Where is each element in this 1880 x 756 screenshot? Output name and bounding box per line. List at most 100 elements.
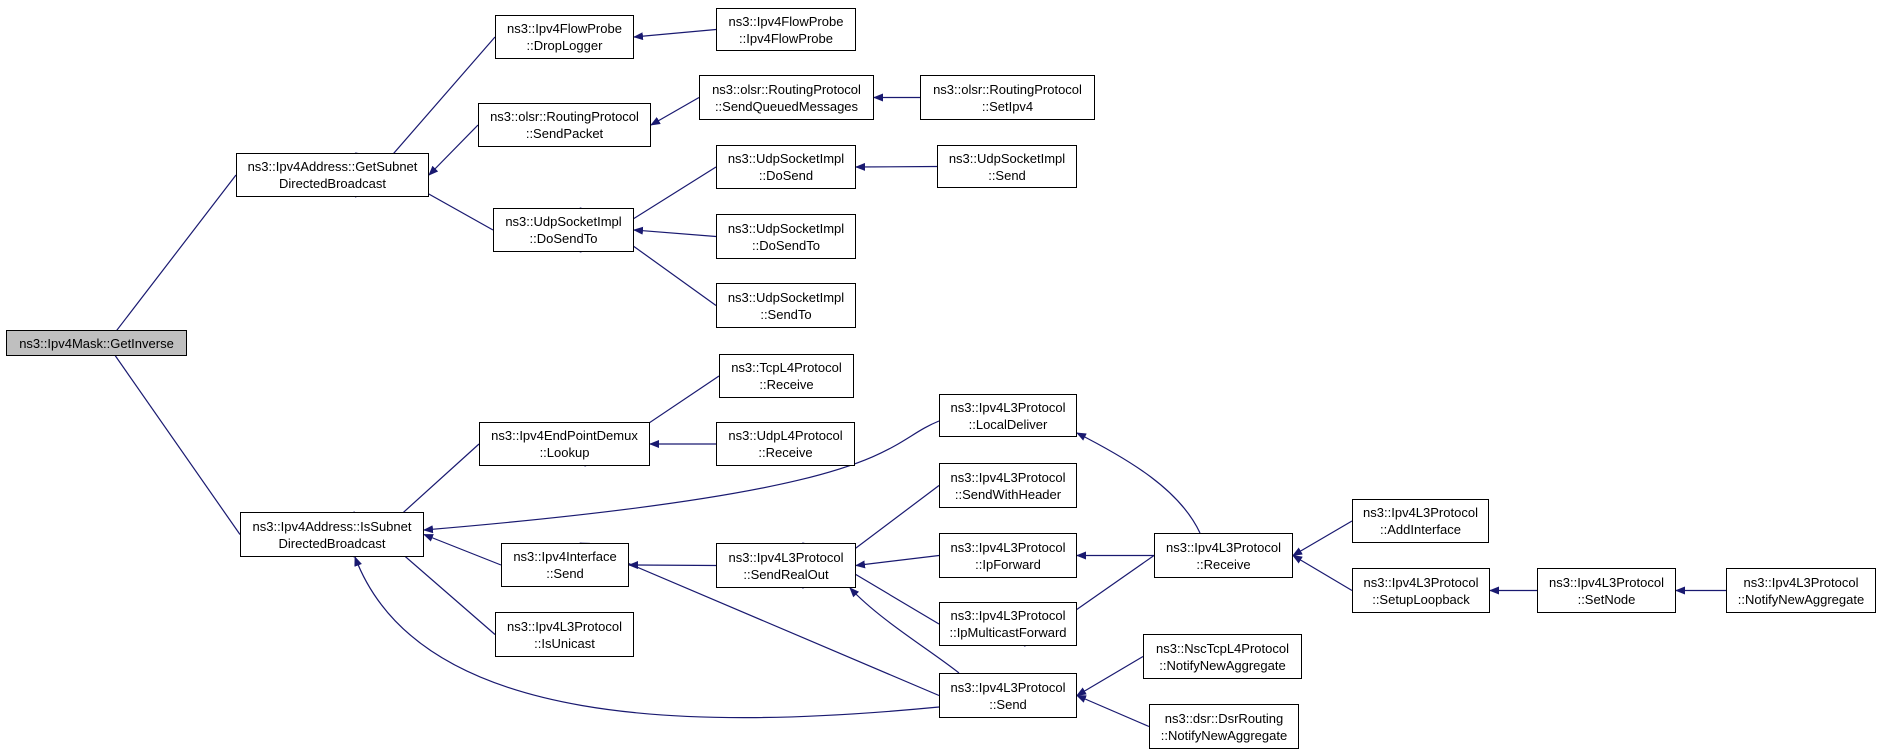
graph-node-label: ns3::Ipv4L3Protocol	[950, 469, 1066, 485]
graph-node-label: ns3::olsr::RoutingProtocol	[933, 81, 1082, 97]
graph-node-label: ::DoSend	[758, 168, 814, 183]
graph-node-udp-send-to[interactable]: ns3::UdpSocketImpl::SendTo	[716, 283, 856, 328]
graph-node-label: ns3::UdpSocketImpl	[727, 151, 845, 166]
graph-node-label: ns3::Ipv4L3Protocol	[1363, 505, 1478, 520]
graph-node-label: ::SetNode	[1577, 591, 1636, 607]
edge-l3SendRealOut-to-ifaceSend	[628, 561, 717, 570]
edge-udpDoSendTo2-to-udpDoSendTo	[633, 226, 717, 238]
graph-node-label: ::IpForward	[975, 556, 1041, 572]
edge-udpSend-to-udpDoSend	[855, 162, 938, 171]
graph-node-l3-is-unicast[interactable]: ns3::Ipv4L3Protocol::IsUnicast	[495, 612, 634, 657]
graph-node-label: ::SendPacket	[525, 126, 604, 141]
graph-node-label: ::Send	[988, 167, 1026, 183]
edge-flowProbe-to-dropLogger	[633, 28, 717, 41]
graph-node-label: ns3::Ipv4L3Protocol	[950, 539, 1066, 555]
graph-node-label: ns3::Ipv4EndPointDemux	[491, 428, 638, 443]
graph-node-label: ns3::Ipv4L3Protocol	[1549, 574, 1664, 590]
graph-node-label: ::DoSendTo	[529, 231, 598, 246]
graph-node-label: ns3::Ipv4L3Protocol	[1166, 539, 1281, 555]
graph-node-label: ns3::Ipv4Interface	[513, 549, 617, 564]
graph-node-dsr-notify[interactable]: ns3::dsr::DsrRouting::NotifyNewAggregate	[1149, 704, 1299, 749]
edge-nscNotify-to-l3Send	[1076, 655, 1144, 697]
graph-node-ep-lookup[interactable]: ns3::Ipv4EndPointDemux::Lookup	[479, 422, 650, 466]
graph-node-label: ::SendQueuedMessages	[714, 98, 859, 114]
graph-node-label: ns3::Ipv4L3Protocol	[950, 608, 1066, 623]
graph-node-label: ns3::UdpL4Protocol	[728, 428, 843, 443]
graph-node-l3-notify-agg[interactable]: ns3::Ipv4L3Protocol::NotifyNewAggregate	[1726, 568, 1876, 613]
edge-dsrNotify-to-l3Send	[1076, 694, 1150, 728]
graph-node-label: ns3::olsr::RoutingProtocol	[490, 109, 639, 124]
graph-node-iface-send[interactable]: ns3::Ipv4Interface::Send	[501, 543, 629, 587]
graph-node-root[interactable]: ns3::Ipv4Mask::GetInverse	[6, 330, 187, 356]
graph-node-label: ns3::UdpSocketImpl	[727, 220, 845, 236]
graph-node-label: ::SendRealOut	[743, 566, 829, 582]
graph-node-label: ::Send	[546, 566, 584, 581]
edge-isSubnet-to-root	[99, 333, 241, 535]
graph-node-udp-l4-receive[interactable]: ns3::UdpL4Protocol::Receive	[716, 422, 855, 466]
graph-node-label: ::SendTo	[760, 306, 812, 322]
graph-node-label: DirectedBroadcast	[278, 535, 386, 551]
graph-node-l3-send-with-header[interactable]: ns3::Ipv4L3Protocol::SendWithHeader	[939, 463, 1077, 508]
graph-node-olsr-send-queued[interactable]: ns3::olsr::RoutingProtocol::SendQueuedMe…	[699, 75, 874, 120]
graph-node-label: ns3::UdpSocketImpl	[505, 214, 622, 229]
edge-olsrSendQueued-to-olsrSendPacket	[650, 96, 700, 126]
graph-node-l3-send-real-out[interactable]: ns3::Ipv4L3Protocol::SendRealOut	[716, 543, 856, 588]
graph-node-label: ns3::Ipv4FlowProbe	[728, 13, 844, 29]
graph-node-label: ns3::Ipv4Address::IsSubnet	[252, 518, 412, 534]
graph-node-label: ns3::dsr::DsrRouting	[1164, 710, 1284, 726]
graph-node-label: ns3::UdpSocketImpl	[727, 289, 845, 305]
edge-l3Send-to-l3SendRealOut	[849, 587, 960, 674]
graph-node-label: ::Receive	[1196, 556, 1251, 572]
edge-l3LocalDeliver-to-isSubnet	[423, 420, 940, 534]
graph-node-l3-setup-loop[interactable]: ns3::Ipv4L3Protocol::SetupLoopback	[1352, 568, 1490, 613]
graph-node-label: ns3::Ipv4Mask::GetInverse	[19, 335, 174, 351]
edge-olsrSendPacket-to-getSubnet	[428, 124, 479, 176]
graph-node-udp-do-send-to[interactable]: ns3::UdpSocketImpl::DoSendTo	[493, 208, 634, 252]
edge-getSubnet-to-root	[99, 174, 237, 353]
graph-node-l3-set-node[interactable]: ns3::Ipv4L3Protocol::SetNode	[1537, 568, 1676, 613]
graph-node-l3-ip-mcast[interactable]: ns3::Ipv4L3Protocol::IpMulticastForward	[939, 602, 1077, 646]
graph-node-l3-add-iface[interactable]: ns3::Ipv4L3Protocol::AddInterface	[1352, 499, 1489, 543]
graph-node-label: ::Send	[989, 696, 1027, 712]
graph-node-label: ns3::TcpL4Protocol	[731, 360, 842, 375]
graph-node-l3-local-deliver[interactable]: ns3::Ipv4L3Protocol::LocalDeliver	[939, 394, 1077, 437]
graph-node-label: ::NotifyNewAggregate	[1159, 657, 1286, 673]
graph-node-label: ::Receive	[758, 445, 813, 460]
graph-node-udp-do-send[interactable]: ns3::UdpSocketImpl::DoSend	[716, 145, 856, 189]
edge-l3Receive-to-l3LocalDeliver	[1076, 432, 1201, 534]
graph-node-label: ::AddInterface	[1380, 522, 1461, 537]
graph-node-flow-probe[interactable]: ns3::Ipv4FlowProbe::Ipv4FlowProbe	[716, 8, 856, 51]
edge-l3SetupLoop-to-l3Receive	[1292, 554, 1353, 592]
graph-node-nsc-notify[interactable]: ns3::NscTcpL4Protocol::NotifyNewAggregat…	[1143, 634, 1302, 679]
graph-node-label: ::LocalDeliver	[968, 416, 1048, 432]
graph-node-olsr-send-packet[interactable]: ns3::olsr::RoutingProtocol::SendPacket	[478, 103, 651, 147]
graph-node-l3-receive[interactable]: ns3::Ipv4L3Protocol::Receive	[1154, 533, 1293, 578]
edge-l3Send-to-isSubnet	[354, 556, 940, 719]
graph-node-label: ::IpMulticastForward	[949, 625, 1067, 640]
graph-node-l3-ip-forward[interactable]: ns3::Ipv4L3Protocol::IpForward	[939, 533, 1077, 578]
graph-node-drop-logger[interactable]: ns3::Ipv4FlowProbe::DropLogger	[495, 15, 634, 59]
graph-node-label: ns3::Ipv4L3Protocol	[950, 399, 1066, 415]
graph-node-label: ::NotifyNewAggregate	[1737, 591, 1865, 607]
graph-node-label: ns3::olsr::RoutingProtocol	[712, 81, 861, 97]
graph-node-tcp-receive[interactable]: ns3::TcpL4Protocol::Receive	[719, 354, 854, 398]
graph-node-l3-send[interactable]: ns3::Ipv4L3Protocol::Send	[939, 673, 1077, 718]
graph-node-label: DirectedBroadcast	[279, 176, 386, 191]
graph-node-label: ::DoSendTo	[752, 237, 820, 253]
graph-node-label: ::Receive	[759, 377, 814, 392]
graph-node-label: ::SendWithHeader	[954, 486, 1062, 502]
edge-l3IpForward-to-l3SendRealOut	[855, 554, 940, 569]
graph-node-udp-do-send-to2[interactable]: ns3::UdpSocketImpl::DoSendTo	[716, 214, 856, 259]
graph-node-label: ::IsUnicast	[534, 635, 595, 651]
graph-node-label: ::SetupLoopback	[1372, 591, 1470, 607]
graph-node-udp-send[interactable]: ns3::UdpSocketImpl::Send	[937, 145, 1077, 188]
graph-node-olsr-set-ipv4[interactable]: ns3::olsr::RoutingProtocol::SetIpv4	[920, 75, 1095, 120]
edge-l3Send-to-ifaceSend	[579, 542, 940, 697]
graph-node-label: ::Ipv4FlowProbe	[739, 30, 833, 46]
graph-node-label: ::Lookup	[539, 445, 590, 460]
edge-ifaceSend-to-isSubnet	[423, 533, 502, 566]
